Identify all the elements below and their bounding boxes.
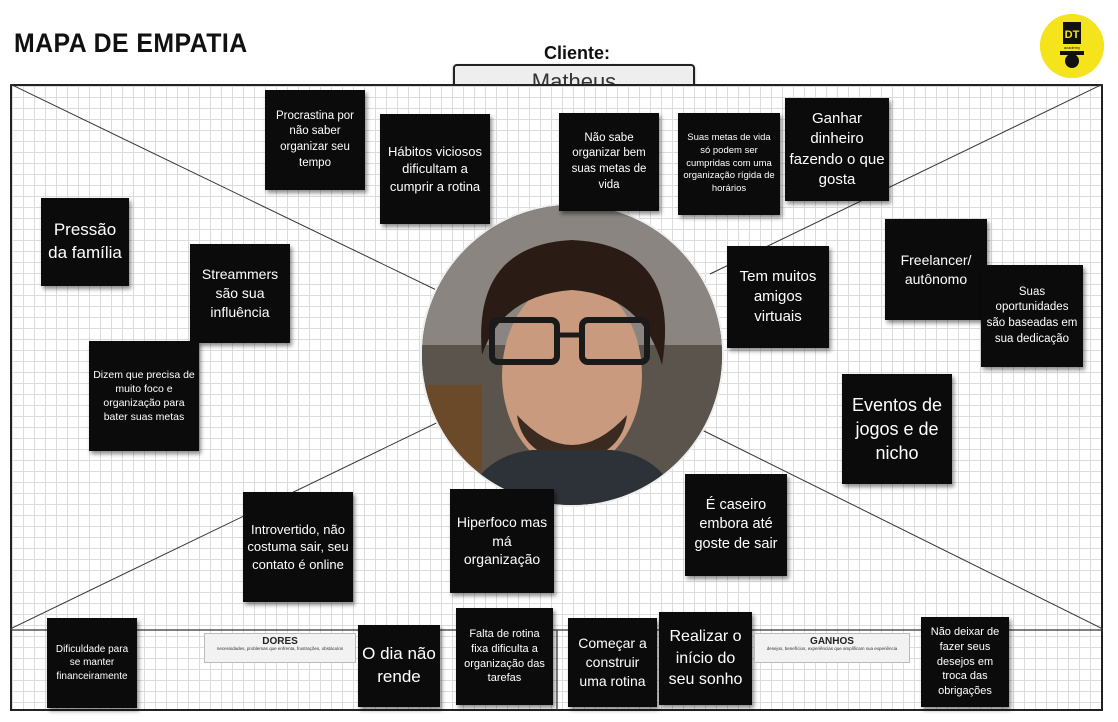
note-ganhar[interactable]: Ganhar dinheiro fazendo o que gosta bbox=[785, 98, 889, 201]
note-dizem[interactable]: Dizem que precisa de muito foco e organi… bbox=[89, 341, 199, 451]
note-streamers[interactable]: Streammers são sua influência bbox=[190, 244, 290, 343]
note-realizar[interactable]: Realizar o início do seu sonho bbox=[659, 612, 752, 705]
note-o-dia[interactable]: O dia não rende bbox=[358, 625, 440, 707]
note-comecar[interactable]: Começar a construir uma rotina bbox=[568, 618, 657, 707]
note-suas-metas[interactable]: Suas metas de vida só podem ser cumprida… bbox=[678, 113, 780, 215]
note-caseiro[interactable]: É caseiro embora até goste de sair bbox=[685, 474, 787, 576]
note-amigos[interactable]: Tem muitos amigos virtuais bbox=[727, 246, 829, 348]
client-label: Cliente: bbox=[544, 43, 611, 63]
svg-text:DT: DT bbox=[1065, 29, 1080, 41]
note-eventos[interactable]: Eventos de jogos e de nicho bbox=[842, 374, 952, 484]
note-falta[interactable]: Falta de rotina fixa dificulta a organiz… bbox=[456, 608, 553, 705]
board-diagonals bbox=[10, 84, 1103, 711]
note-nao-sabe[interactable]: Não sabe organizar bem suas metas de vid… bbox=[559, 113, 659, 211]
section-label-dores: DORES necessidades, problemas que enfren… bbox=[204, 633, 356, 663]
section-ganhos-title: GANHOS bbox=[810, 636, 854, 647]
section-dores-title: DORES bbox=[262, 636, 298, 647]
note-procrastina[interactable]: Procrastina por não saber organizar seu … bbox=[265, 90, 365, 190]
dt-academy-logo-icon: DT academy bbox=[1040, 14, 1104, 78]
section-label-ganhos: GANHOS desejos, benefícios, experiências… bbox=[754, 633, 910, 663]
note-dificuldade[interactable]: Dificuldade para se manter financeiramen… bbox=[47, 618, 137, 708]
note-introvertido[interactable]: Introvertido, não costuma sair, seu cont… bbox=[243, 492, 353, 602]
note-pressao[interactable]: Pressão da família bbox=[41, 198, 129, 286]
page-title: MAPA DE EMPATIA bbox=[14, 28, 248, 58]
note-oportunidades[interactable]: Suas oportunidades são baseadas em sua d… bbox=[981, 265, 1083, 367]
svg-text:academy: academy bbox=[1064, 45, 1080, 50]
dt-logo-icon: DT academy bbox=[1040, 14, 1104, 78]
section-ganhos-subtitle: desejos, benefícios, experiências que am… bbox=[766, 646, 898, 651]
section-dores-subtitle: necessidades, problemas que enfrenta, fr… bbox=[216, 646, 344, 651]
person-photo bbox=[420, 203, 724, 507]
note-hiperfoco[interactable]: Hiperfoco mas má organização bbox=[450, 489, 554, 593]
person-photo-icon bbox=[422, 205, 722, 505]
note-freelancer[interactable]: Freelancer/ autônomo bbox=[885, 219, 987, 320]
note-habitos[interactable]: Hábitos viciosos dificultam a cumprir a … bbox=[380, 114, 490, 224]
note-nao-deixar[interactable]: Não deixar de fazer seus desejos em troc… bbox=[921, 617, 1009, 707]
